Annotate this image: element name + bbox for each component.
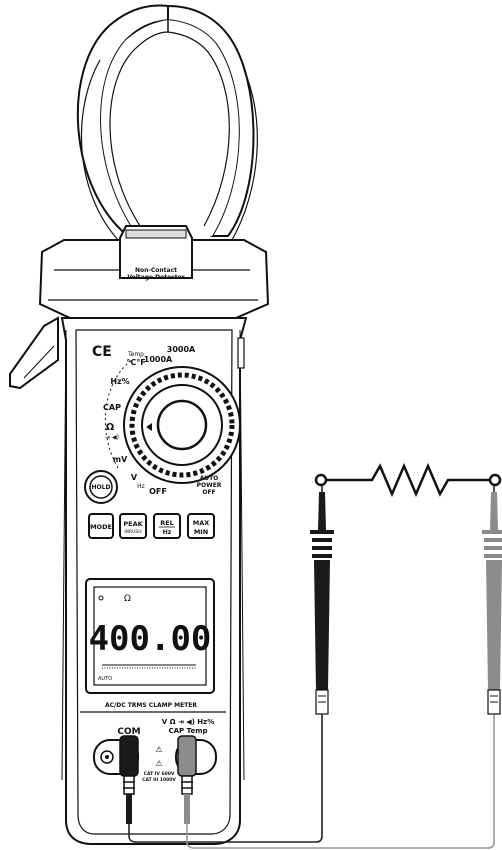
cat-rating-2: CAT III 1000V [142, 777, 176, 783]
hold-button[interactable]: HOLD [85, 471, 117, 503]
max-min-button[interactable]: MAX MIN [188, 514, 214, 538]
lcd-auto: AUTO [98, 676, 112, 682]
dial-label-ohm: Ω [106, 422, 115, 433]
clamp-jaw [78, 6, 258, 240]
lcd-display: Ω 400.00 AUTO [86, 579, 214, 693]
dial-label-3000a: 3000A [167, 345, 196, 354]
max-label: MAX [193, 519, 210, 527]
warning-icon: ⚠ [155, 745, 162, 754]
rotary-dial[interactable] [124, 367, 240, 483]
resistor-zigzag [326, 466, 490, 494]
dial-label-1000a: 1000A [144, 355, 173, 364]
dial-label-degrees: °C°F [126, 358, 145, 367]
cap-temp-label: CAP Temp [168, 727, 207, 735]
red-probe [482, 484, 502, 714]
dial-label-hz: Hz% [110, 377, 129, 386]
dial-label-diode: ⇥ ◀) [105, 434, 119, 441]
auto-power-off-line3: OFF [202, 489, 215, 496]
peak-label: PEAK [123, 520, 143, 528]
lcd-reading: 400.00 [89, 619, 212, 659]
hold-button-label: HOLD [92, 484, 111, 491]
dial-label-mv: mV [113, 455, 128, 464]
ncv-label-line2: Voltage Detector [127, 274, 184, 281]
ncv-label-line1: Non-Contact [135, 267, 177, 274]
dial-label-cap: CAP [103, 403, 121, 412]
auto-power-off-line2: POWER [197, 482, 222, 489]
resistor-circuit [316, 466, 500, 494]
ce-mark: CE [92, 344, 112, 360]
rel-hz-button[interactable]: REL Hz [154, 514, 180, 538]
model-label: AC/DC TRMS CLAMP METER [105, 702, 197, 709]
rel-label: REL [160, 519, 174, 527]
dial-label-v: V [131, 473, 138, 482]
v-jack-label: V Ω ⇥ ◀) Hz% [162, 718, 215, 726]
warning-icon-2: ⚠ [155, 759, 162, 768]
dial-label-vhz: Hz [137, 483, 145, 490]
min-label: MIN [194, 528, 208, 536]
peak-inrush-button[interactable]: PEAK INRUSH [120, 514, 146, 538]
cat-rating-1: CAT IV 600V [144, 771, 175, 777]
dial-label-temp: Temp [127, 351, 144, 358]
mode-button-label: MODE [90, 523, 112, 531]
dial-label-off: OFF [149, 487, 167, 496]
resistor-terminal-right [490, 475, 500, 485]
jaw-trigger[interactable] [10, 318, 58, 388]
mode-button[interactable]: MODE [89, 514, 113, 538]
hz-label: Hz [163, 529, 172, 536]
resistor-terminal-left [316, 475, 326, 485]
lcd-unit: Ω [124, 594, 131, 604]
inrush-label: INRUSH [124, 529, 141, 535]
auto-power-off-line1: AUTO [200, 475, 219, 482]
black-probe [310, 484, 334, 714]
side-tab [238, 338, 244, 368]
